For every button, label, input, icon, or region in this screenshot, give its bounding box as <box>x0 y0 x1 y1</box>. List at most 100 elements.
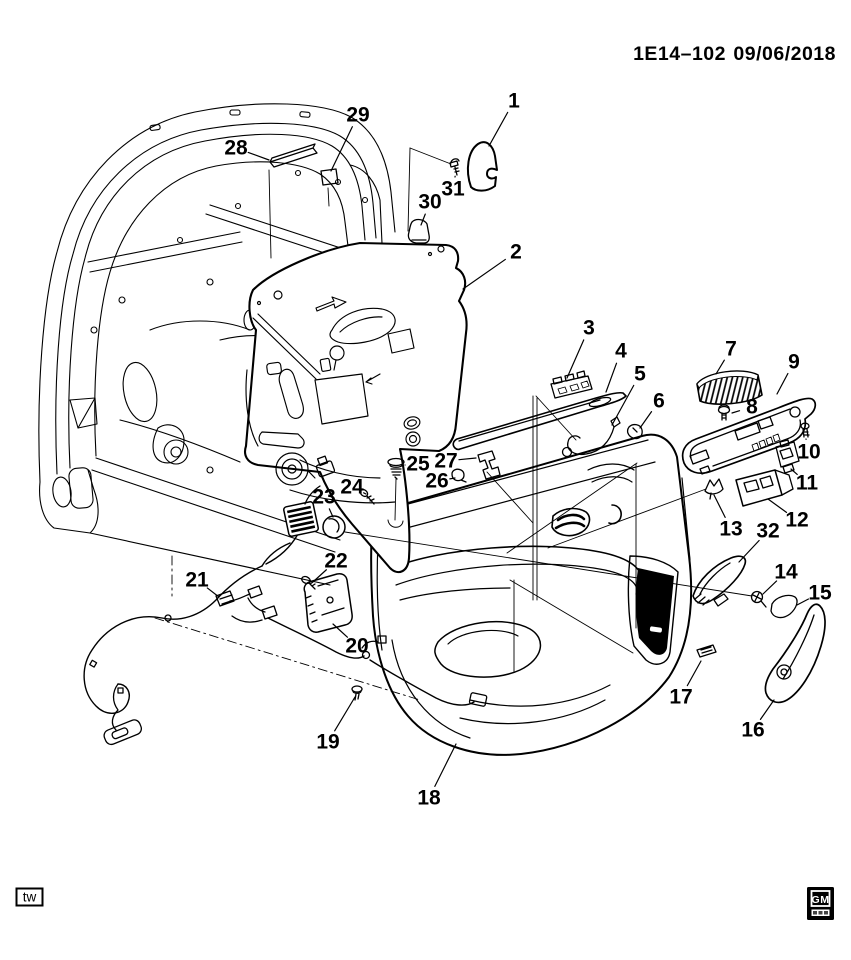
callout-leader-19 <box>334 696 356 732</box>
callout-label-29: 29 <box>346 104 369 127</box>
callout-leader-27 <box>458 457 477 461</box>
callout-leader-5 <box>611 384 635 426</box>
callout-label-26: 26 <box>425 470 448 493</box>
projection-line <box>327 187 330 207</box>
callout-label-32: 32 <box>756 520 779 543</box>
part-21-wiring-harness <box>83 455 488 746</box>
part-11-switch <box>775 439 800 474</box>
part-27-bracket-clip <box>477 450 501 480</box>
projection-line <box>509 579 634 654</box>
callout-leader-6 <box>639 411 653 429</box>
projection-line <box>506 462 638 554</box>
callout-leader-14 <box>762 580 778 595</box>
callout-leader-2 <box>462 258 506 290</box>
part-22-screw <box>301 575 316 590</box>
part-13-clip <box>704 478 724 500</box>
callout-label-19: 19 <box>316 731 339 754</box>
part-30-patch <box>407 218 430 244</box>
part-31-screw <box>449 158 460 176</box>
part-32-pull-handle <box>692 555 747 607</box>
part-26-clip <box>451 468 467 483</box>
part-17-clip <box>696 644 717 658</box>
callout-leader-20 <box>332 623 349 638</box>
gm-logo: GM <box>807 887 834 920</box>
callout-leader-3 <box>566 339 585 379</box>
projection-line <box>394 478 397 521</box>
projection-line <box>154 617 421 701</box>
callout-leader-4 <box>605 362 618 393</box>
author-mark: tw <box>23 890 37 905</box>
callout-leader-28 <box>247 151 270 161</box>
callout-leader-16 <box>759 699 775 720</box>
callout-label-16: 16 <box>741 719 764 742</box>
callout-leader-1 <box>488 111 509 147</box>
callout-label-4: 4 <box>615 340 627 363</box>
callout-leader-22 <box>313 569 327 582</box>
author-box: tw <box>15 887 44 907</box>
callout-leader-11 <box>790 468 798 476</box>
callout-label-18: 18 <box>417 787 441 810</box>
callout-label-11: 11 <box>796 472 819 495</box>
callout-leader-18 <box>434 743 457 787</box>
part-28-strip <box>269 143 318 168</box>
projection-line <box>407 147 411 232</box>
part-1-corner-trim <box>466 141 498 192</box>
callout-label-5: 5 <box>634 363 646 386</box>
callout-label-21: 21 <box>185 569 209 592</box>
callout-label-25: 25 <box>406 453 430 476</box>
part-9-switch-plate <box>681 397 817 475</box>
callout-label-6: 6 <box>653 390 665 413</box>
projection-line <box>486 471 534 524</box>
part-8-screw <box>717 404 731 421</box>
projection-line <box>535 395 577 441</box>
callout-leader-13 <box>713 494 726 518</box>
gm-logo-text: GM <box>812 894 830 906</box>
callout-label-22: 22 <box>324 550 347 573</box>
part-7-speaker-grille <box>696 370 763 405</box>
callout-label-10: 10 <box>797 441 820 464</box>
projection-line <box>344 531 753 597</box>
callout-leader-29 <box>330 126 353 172</box>
part-3-switch <box>550 370 593 399</box>
part-15-patch <box>770 594 798 619</box>
construction-lines <box>154 147 753 701</box>
drawing-date: 09/06/2018 <box>733 43 836 65</box>
callout-leader-17 <box>686 660 702 687</box>
callout-label-13: 13 <box>719 518 742 541</box>
speaker-rings <box>275 452 309 486</box>
callout-label-12: 12 <box>785 509 808 532</box>
part-19-fastener <box>351 685 363 701</box>
callout-label-27: 27 <box>434 450 457 473</box>
hardware-parts-drawing <box>83 141 826 746</box>
callout-label-9: 9 <box>788 351 800 374</box>
callout-label-7: 7 <box>725 338 737 361</box>
projection-line <box>547 488 707 549</box>
drawing-number: 1E14–102 <box>633 43 726 65</box>
part-10-screw <box>800 422 810 438</box>
part-4-garnish-strip <box>452 391 627 451</box>
callout-leader-7 <box>715 359 725 375</box>
callout-label-30: 30 <box>418 191 441 214</box>
part-24-screw <box>359 488 375 505</box>
part-6-clip <box>626 423 643 440</box>
part-12-switch-block <box>735 469 794 507</box>
callout-label-17: 17 <box>669 686 692 709</box>
callout-leader-23 <box>328 508 334 518</box>
callout-label-3: 3 <box>583 317 595 340</box>
callout-leader-21 <box>206 587 220 598</box>
callout-leader-24 <box>363 492 367 495</box>
callout-leader-30 <box>420 213 426 226</box>
part-14-screw <box>750 590 767 608</box>
callout-leader-8 <box>731 410 741 414</box>
door-trim-panel-drawing <box>370 433 693 756</box>
callout-label-14: 14 <box>774 561 798 584</box>
callout-leader-12 <box>767 498 788 513</box>
projection-line <box>268 169 272 259</box>
callout-label-8: 8 <box>746 396 758 419</box>
callout-leader-32 <box>738 539 760 563</box>
projection-line <box>409 147 452 165</box>
callout-leader-15 <box>796 598 810 606</box>
callout-leader-9 <box>776 372 789 395</box>
part-23-grommet <box>322 515 346 539</box>
